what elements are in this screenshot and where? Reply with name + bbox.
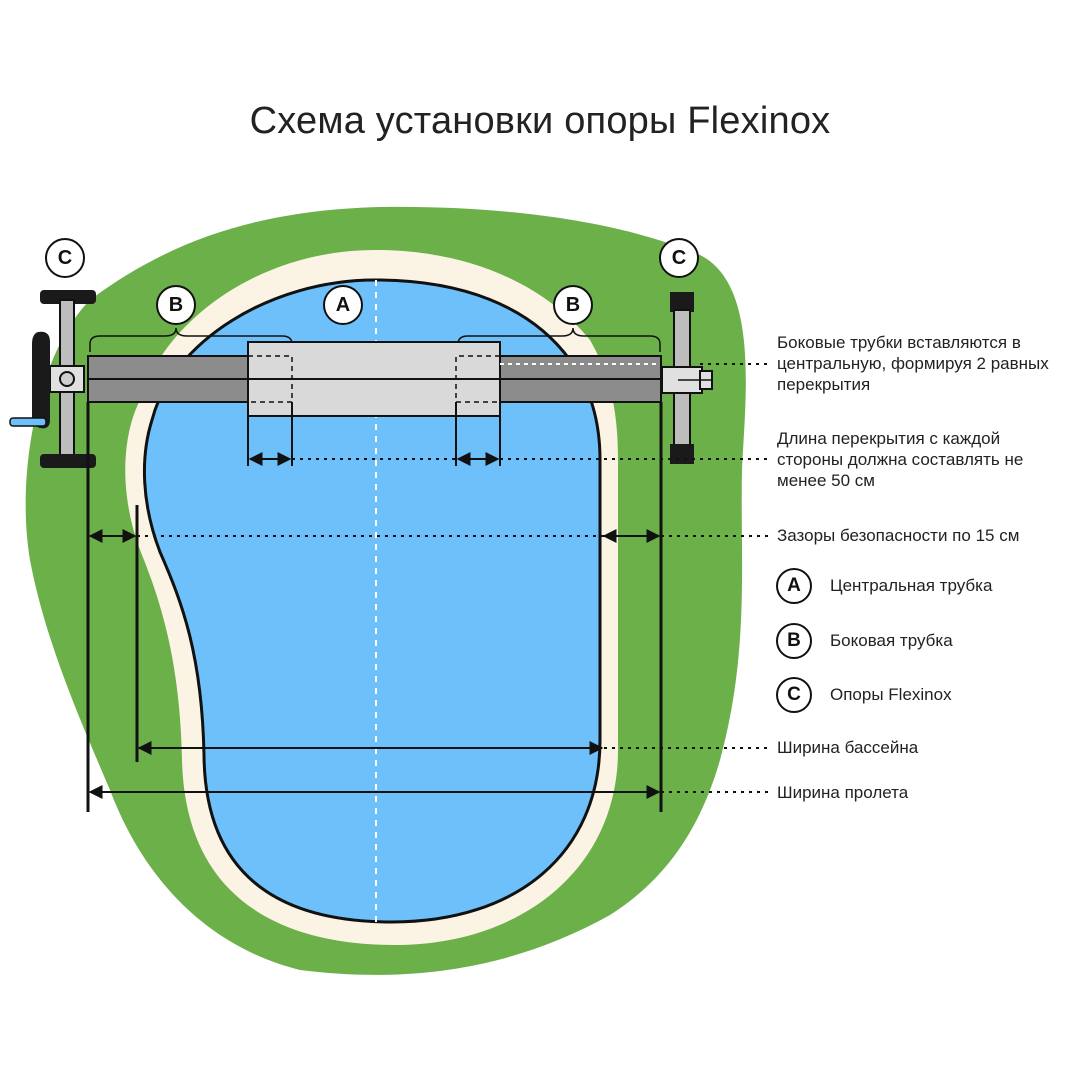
side-tube-left-badge: B [156, 285, 196, 325]
left-support-top-cap [40, 290, 96, 304]
legend-letter-c: C [776, 677, 812, 713]
left-support-bottom-cap [40, 454, 96, 468]
support-right-badge: C [659, 238, 699, 278]
central-tube-badge: A [323, 285, 363, 325]
legend-item-b: B Боковая трубка [776, 621, 953, 661]
support-left-badge: C [45, 238, 85, 278]
left-support-crank-handle [32, 331, 50, 429]
side-tube-right-brace [457, 327, 661, 352]
side-tube-left-brace [89, 327, 293, 352]
legend-letter-b: B [776, 623, 812, 659]
legend-label-a: Центральная трубка [830, 576, 993, 595]
overlap-length-note: Длина перекрытия с каждой стороны должна… [777, 429, 1024, 490]
legend-item-a: A Центральная трубка [776, 566, 992, 606]
right-support-top-cap [670, 292, 694, 312]
left-support-crank-arm [9, 417, 47, 427]
left-support-bolt [59, 371, 75, 387]
side-tube-right-badge: B [553, 285, 593, 325]
pool-width-note: Ширина бассейна [777, 738, 919, 757]
page-title: Схема установки опоры Flexinox [249, 100, 831, 142]
legend-label-c: Опоры Flexinox [830, 685, 952, 704]
legend-label-b: Боковая трубка [830, 631, 953, 650]
safety-gaps-note: Зазоры безопасности по 15 см [777, 526, 1020, 545]
legend-item-c: C Опоры Flexinox [776, 675, 952, 715]
span-width-note: Ширина пролета [777, 783, 909, 802]
right-support-bottom-cap [670, 444, 694, 464]
legend-letter-a: A [776, 568, 812, 604]
overlap-formation-note: Боковые трубки вставляются в центральную… [777, 333, 1049, 394]
